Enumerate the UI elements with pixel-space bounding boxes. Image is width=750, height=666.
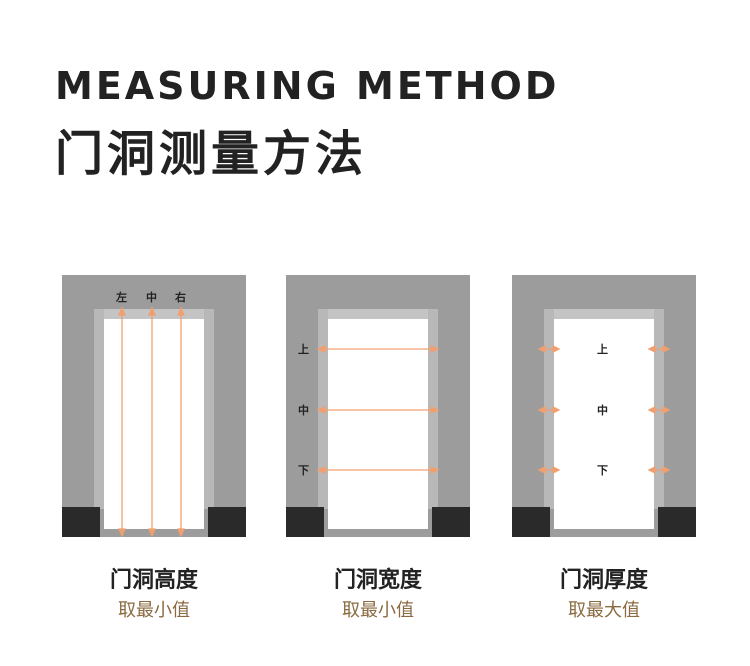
title-english: MEASURING METHOD [55, 64, 560, 108]
subcaption-height: 取最小值 [118, 600, 190, 621]
label-middle: 中 [298, 403, 309, 417]
label-right: 右 [174, 290, 186, 304]
door-height-diagram: 左 中 右 [62, 275, 246, 537]
label-left: 左 [115, 290, 127, 304]
label-bottom: 下 [597, 464, 608, 477]
door-width-diagram: 上 中 下 [286, 275, 470, 537]
caption-thickness: 门洞厚度 [559, 568, 648, 593]
caption-height: 门洞高度 [109, 568, 198, 593]
subcaption-width: 取最小值 [342, 600, 414, 621]
label-center: 中 [146, 290, 157, 304]
label-bottom: 下 [298, 464, 309, 477]
label-middle: 中 [597, 403, 608, 417]
subcaption-thickness: 取最大值 [568, 600, 640, 621]
label-top: 上 [597, 342, 608, 356]
caption-width: 门洞宽度 [333, 568, 422, 593]
door-thickness-diagram: 上 中 下 [512, 275, 696, 537]
title-chinese: 门洞测量方法 [55, 126, 368, 182]
label-top: 上 [298, 342, 309, 356]
